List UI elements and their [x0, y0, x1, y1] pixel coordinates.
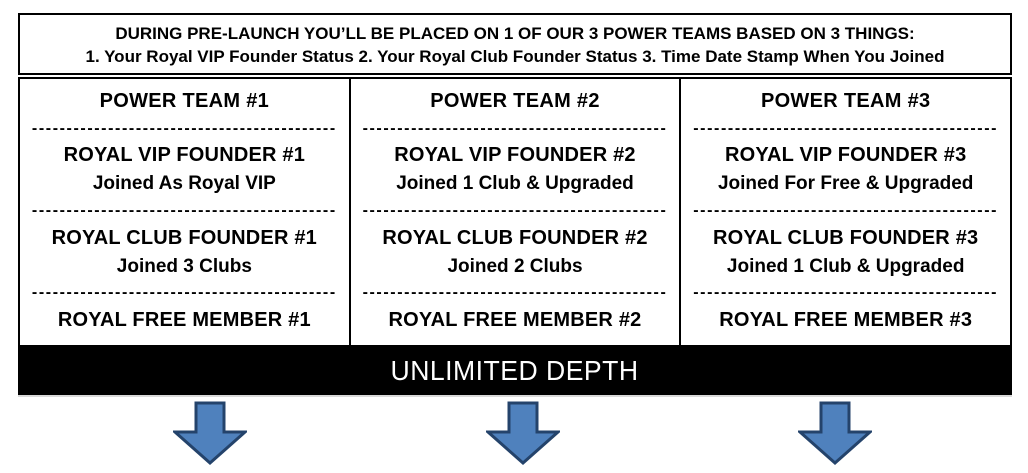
team-title: POWER TEAM #3 — [760, 90, 931, 112]
unlimited-depth-banner: UNLIMITED DEPTH — [18, 347, 1012, 397]
down-arrow-icon — [173, 401, 247, 465]
separator-line: ----------------------------------------… — [693, 203, 999, 218]
free-member-title: ROYAL FREE MEMBER #2 — [388, 308, 642, 331]
team-title: POWER TEAM #2 — [430, 90, 600, 112]
power-team-column-2: POWER TEAM #2 --------------------------… — [348, 79, 680, 345]
club-founder-block: ROYAL CLUB FOUNDER #3 Joined 1 Club & Up… — [687, 227, 1004, 278]
power-team-column-3: POWER TEAM #3 --------------------------… — [679, 79, 1010, 345]
header-banner: DURING PRE-LAUNCH YOU’LL BE PLACED ON 1 … — [18, 13, 1012, 75]
separator-line: ----------------------------------------… — [693, 286, 999, 301]
club-founder-title: ROYAL CLUB FOUNDER #2 — [382, 226, 648, 249]
team-title: POWER TEAM #1 — [99, 90, 270, 112]
club-founder-block: ROYAL CLUB FOUNDER #2 Joined 2 Clubs — [357, 227, 674, 278]
down-arrow-shape — [798, 401, 872, 465]
vip-founder-block: ROYAL VIP FOUNDER #3 Joined For Free & U… — [687, 144, 1004, 195]
club-founder-title: ROYAL CLUB FOUNDER #1 — [51, 226, 318, 249]
club-founder-title: ROYAL CLUB FOUNDER #3 — [713, 226, 979, 249]
vip-founder-detail: Joined For Free & Upgraded — [717, 173, 974, 195]
header-line-1: DURING PRE-LAUNCH YOU’LL BE PLACED ON 1 … — [115, 24, 915, 43]
club-founder-detail: Joined 3 Clubs — [116, 255, 252, 277]
down-arrow-shape — [173, 401, 247, 465]
power-team-column-1: POWER TEAM #1 --------------------------… — [20, 79, 349, 345]
club-founder-block: ROYAL CLUB FOUNDER #1 Joined 3 Clubs — [26, 227, 343, 278]
separator-line: ----------------------------------------… — [362, 121, 668, 136]
separator-line: ----------------------------------------… — [362, 286, 668, 301]
vip-founder-title: ROYAL VIP FOUNDER #1 — [63, 144, 306, 167]
free-member-title: ROYAL FREE MEMBER #1 — [57, 308, 311, 331]
vip-founder-block: ROYAL VIP FOUNDER #1 Joined As Royal VIP — [26, 144, 343, 195]
separator-line: ----------------------------------------… — [31, 286, 337, 301]
club-founder-detail: Joined 2 Clubs — [447, 255, 583, 277]
vip-founder-title: ROYAL VIP FOUNDER #3 — [724, 144, 967, 167]
separator-line: ----------------------------------------… — [362, 203, 668, 218]
vip-founder-detail: Joined 1 Club & Upgraded — [396, 173, 634, 195]
unlimited-depth-label: UNLIMITED DEPTH — [390, 355, 640, 386]
header-line-2: 1. Your Royal VIP Founder Status 2. Your… — [85, 47, 945, 66]
down-arrow-icon — [486, 401, 560, 465]
vip-founder-title: ROYAL VIP FOUNDER #2 — [394, 144, 636, 167]
power-teams-table: POWER TEAM #1 --------------------------… — [18, 77, 1012, 347]
down-arrow-icon — [798, 401, 872, 465]
down-arrow-shape — [486, 401, 560, 465]
vip-founder-detail: Joined As Royal VIP — [92, 173, 276, 195]
separator-line: ----------------------------------------… — [31, 203, 337, 218]
separator-line: ----------------------------------------… — [693, 121, 999, 136]
vip-founder-block: ROYAL VIP FOUNDER #2 Joined 1 Club & Upg… — [357, 144, 674, 195]
free-member-title: ROYAL FREE MEMBER #3 — [719, 308, 973, 331]
club-founder-detail: Joined 1 Club & Upgraded — [726, 255, 965, 277]
diagram-content: DURING PRE-LAUNCH YOU’LL BE PLACED ON 1 … — [18, 13, 1012, 397]
separator-line: ----------------------------------------… — [31, 121, 337, 136]
